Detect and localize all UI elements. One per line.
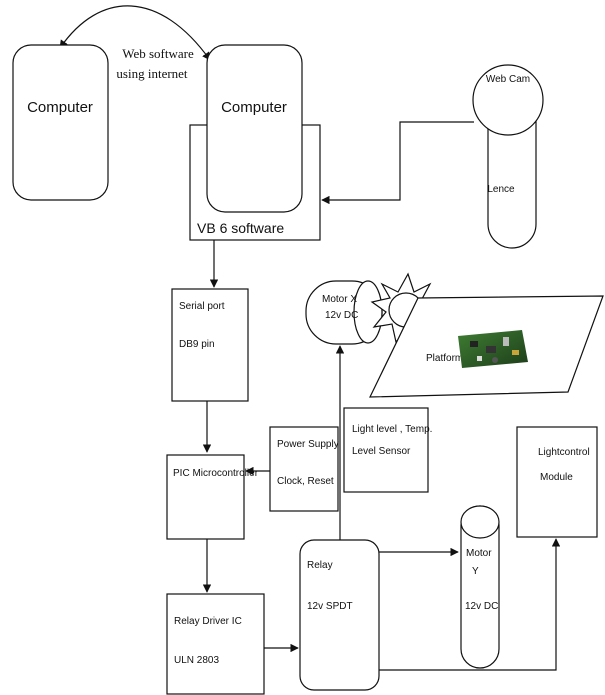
using-internet-label: using internet: [116, 66, 188, 81]
clock-reset-label: Clock, Reset: [277, 476, 334, 487]
motor-y-top: [461, 506, 499, 538]
uln-label: ULN 2803: [174, 655, 219, 666]
webcam-to-computer-line: [322, 122, 474, 200]
db9-pin-label: DB9 pin: [179, 339, 215, 350]
sensor-label-line2: Level Sensor: [352, 446, 411, 457]
computer-right-label: Computer: [221, 99, 287, 116]
computer-left-box: [13, 45, 108, 200]
web-cam-label: Web Cam: [486, 74, 530, 85]
motor-x-spec: 12v DC: [325, 310, 358, 321]
computer-right-box: [207, 45, 302, 212]
relay-spec: 12v SPDT: [307, 601, 353, 612]
pic-label: PIC Microcontroller: [173, 468, 259, 479]
vb6-software-label: VB 6 software: [197, 220, 284, 236]
serial-port-label: Serial port: [179, 301, 225, 312]
motor-x-label: Motor X: [322, 294, 357, 305]
lence-label: Lence: [487, 184, 515, 195]
relay-driver-box: [167, 594, 264, 694]
motor-y-label-line1: Motor: [466, 548, 492, 559]
motor-y-spec: 12v DC: [465, 601, 498, 612]
lightcontrol-label-line1: Lightcontrol: [538, 447, 590, 458]
motor-y-label-line2: Y: [472, 566, 479, 577]
platform-label: Platform: [426, 353, 463, 364]
sensor-label-line1: Light level , Temp.: [352, 424, 432, 435]
computer-left-label: Computer: [27, 99, 93, 116]
power-supply-label: Power Supply: [277, 439, 339, 450]
relay-driver-label: Relay Driver IC: [174, 616, 242, 627]
web-software-label: Web software: [122, 46, 194, 61]
lightcontrol-label-line2: Module: [540, 472, 573, 483]
relay-label: Relay: [307, 560, 333, 571]
circuit-board-photo: [458, 330, 528, 368]
